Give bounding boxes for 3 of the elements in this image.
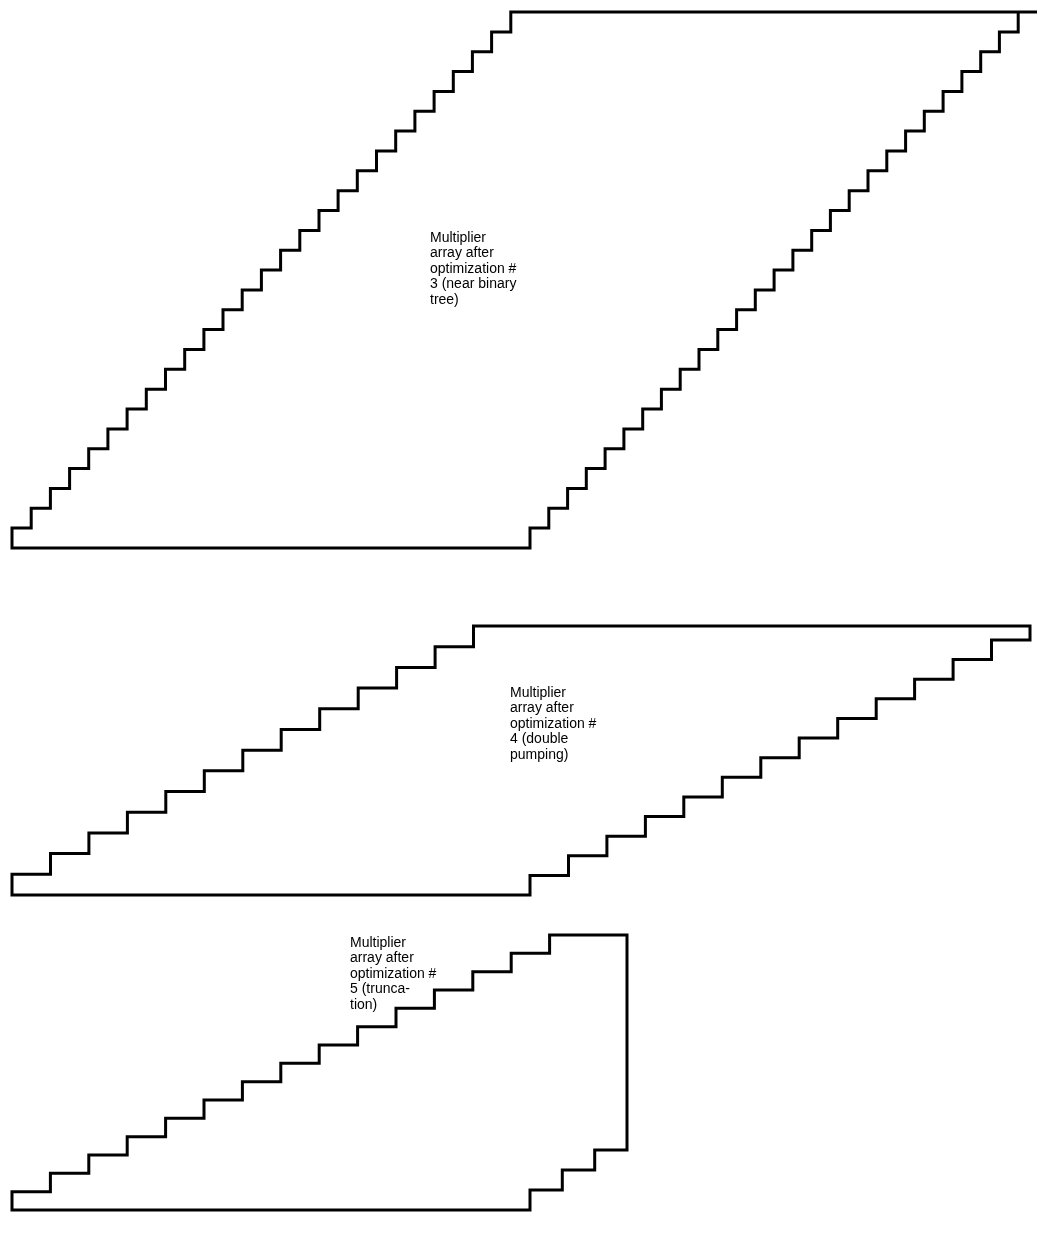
array-label: Multiplier array after optimization # 3 (near binary tree): [430, 230, 518, 307]
array-label: Multiplier array after optimization # 5 (trunca- tion): [350, 935, 438, 1012]
array-label: Multiplier array after optimization # 4 (double pumping): [510, 685, 598, 762]
